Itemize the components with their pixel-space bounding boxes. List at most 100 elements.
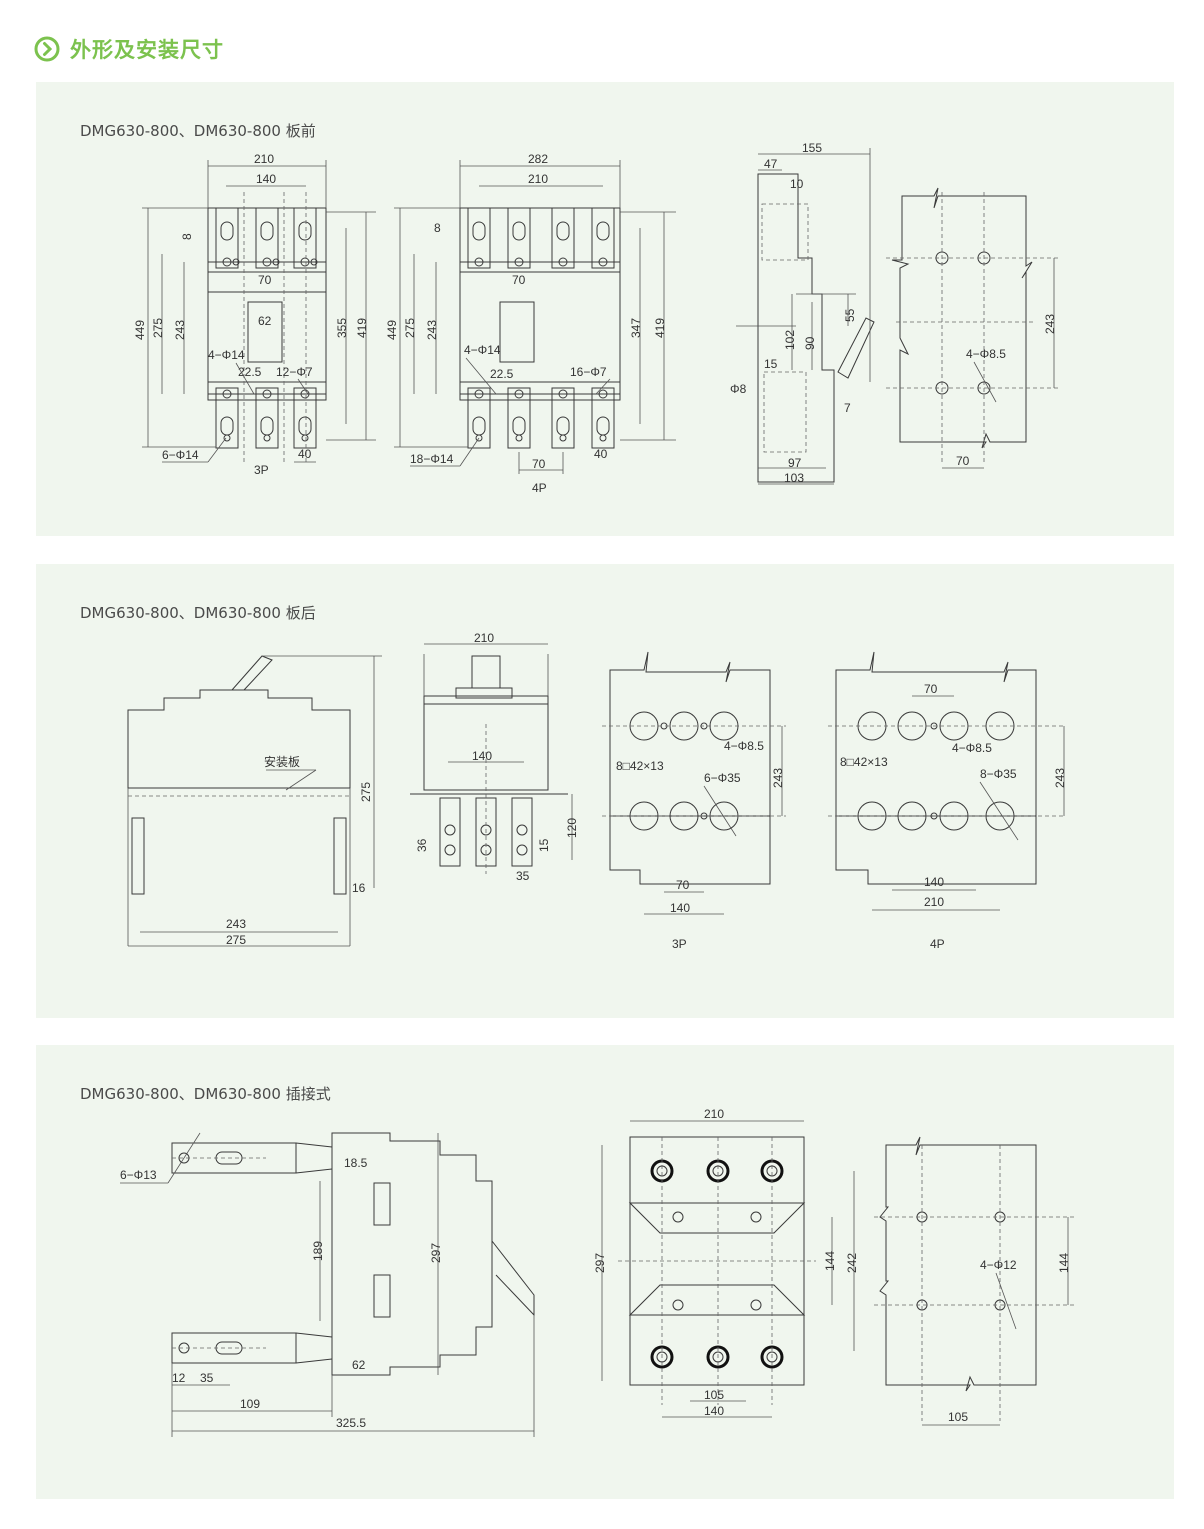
dim-rear-front-120: 120 — [565, 818, 579, 838]
dim-plug-front-105: 105 — [704, 1388, 724, 1402]
panel-title: DMG630-800、DM630-800 插接式 — [80, 1085, 331, 1103]
dim-rear-side-16: 16 — [352, 881, 366, 895]
dim-plug-front-297: 297 — [593, 1253, 607, 1273]
dim-mount-243: 243 — [1043, 314, 1057, 334]
note-m4p-8phi35: 8−Φ35 — [980, 767, 1017, 781]
dim-side-phi8: Φ8 — [730, 382, 747, 396]
dim-plug-189: 189 — [311, 1241, 325, 1261]
dim-side-15: 15 — [764, 357, 778, 371]
note-3p-4phi14: 4−Φ14 — [208, 348, 245, 362]
dim-3p-40: 40 — [298, 447, 312, 461]
view-front-rear-mount: 210 140 36 15 120 35 — [410, 631, 579, 883]
view-mount-plate-front: 243 4−Φ8.5 70 — [886, 187, 1060, 469]
dim-m3p-70: 70 — [676, 878, 690, 892]
dim-4p-40: 40 — [594, 447, 608, 461]
chevron-circle-icon — [34, 36, 60, 62]
dim-3p-70: 70 — [258, 273, 272, 287]
label-4p: 4P — [532, 481, 547, 495]
dim-rear-side-275: 275 — [359, 782, 373, 802]
dim-side-10: 10 — [790, 177, 804, 191]
view-side-plug-in: 6−Φ13 18.5 189 297 62 12 35 109 325.5 — [120, 1132, 535, 1437]
dim-rear-side-243: 243 — [226, 917, 246, 931]
panel-front-mount: DMG630-800、DM630-800 板前 — [36, 82, 1174, 536]
dim-3p-62: 62 — [258, 314, 272, 328]
dim-m4p-210: 210 — [924, 895, 944, 909]
dim-plug-12: 12 — [172, 1371, 186, 1385]
view-mount-plug-in: 144 4−Φ12 105 — [874, 1136, 1076, 1426]
dim-m3p-140: 140 — [670, 901, 690, 915]
note-m3p-4phi8-5: 4−Φ8.5 — [724, 739, 764, 753]
dim-rear-front-15: 15 — [537, 838, 551, 852]
dim-rear-front-140: 140 — [472, 749, 492, 763]
dim-side-103: 103 — [784, 471, 804, 485]
plug-in-drawings: 6−Φ13 18.5 189 297 62 12 35 109 325.5 — [120, 1107, 1076, 1437]
dim-plug-front-242: 242 — [845, 1253, 859, 1273]
dim-4p-243: 243 — [425, 320, 439, 340]
dim-rear-front-210: 210 — [474, 631, 494, 645]
dim-3p-275: 275 — [151, 318, 165, 338]
dim-side-155: 155 — [802, 141, 822, 155]
front-mount-drawings: 210 140 70 62 8 449 275 243 355 419 4−Φ1… — [133, 141, 1060, 495]
view-mount-rear-3p: 4−Φ8.5 8□42×13 6−Φ35 243 70 140 3P — [602, 651, 786, 951]
dim-3p-419: 419 — [355, 318, 369, 338]
dim-3p-355: 355 — [335, 318, 349, 338]
view-3p-front: 210 140 70 62 8 449 275 243 355 419 4−Φ1… — [133, 152, 376, 477]
view-front-plug-in: 210 297 144 242 105 140 — [593, 1107, 859, 1418]
dim-3p-210: 210 — [254, 152, 274, 166]
note-3p-22-5: 22.5 — [238, 365, 262, 379]
view-4p-front: 282 210 70 8 449 275 243 347 419 4−Φ14 2… — [385, 152, 676, 495]
view-mount-rear-4p: 70 4−Φ8.5 8□42×13 8−Φ35 243 140 210 4P — [828, 651, 1067, 951]
view-side-rear-mount: 安装板 275 16 243 275 — [127, 655, 382, 947]
note-4p-16phi7: 16−Φ7 — [570, 365, 607, 379]
section-header: 外形及安装尺寸 — [34, 32, 224, 66]
panel-title: DMG630-800、DM630-800 板前 — [80, 122, 316, 140]
dim-4p-449: 449 — [385, 320, 399, 340]
section-title: 外形及安装尺寸 — [70, 38, 224, 62]
dim-4p-70b: 70 — [532, 457, 546, 471]
note-m4p-rect: 8□42×13 — [840, 755, 888, 769]
dim-plug-front-144: 144 — [823, 1251, 837, 1271]
dim-side-47: 47 — [764, 157, 778, 171]
note-m3p-rect: 8□42×13 — [616, 759, 664, 773]
dim-plug-18-5: 18.5 — [344, 1156, 368, 1170]
dim-4p-282: 282 — [528, 152, 548, 166]
note-3p-12phi7: 12−Φ7 — [276, 365, 313, 379]
dim-3p-243: 243 — [173, 320, 187, 340]
dim-3p-140: 140 — [256, 172, 276, 186]
rear-mount-drawings: 安装板 275 16 243 275 210 140 36 — [127, 631, 1067, 951]
dim-4p-8: 8 — [434, 221, 441, 235]
dim-4p-275: 275 — [403, 318, 417, 338]
dim-m4p-243: 243 — [1053, 768, 1067, 788]
dim-plug-mount-144: 144 — [1057, 1253, 1071, 1273]
dim-mount-70: 70 — [956, 454, 970, 468]
dim-side-7: 7 — [844, 401, 851, 415]
dim-side-90: 90 — [803, 336, 817, 350]
panel-plug-in: DMG630-800、DM630-800 插接式 6−Φ13 18.5 189 … — [36, 1045, 1174, 1499]
dim-side-55: 55 — [843, 308, 857, 322]
view-side-front-mount: 155 47 10 55 102 90 15 Φ8 7 97 103 — [730, 141, 875, 485]
note-plug-mount-4phi12: 4−Φ12 — [980, 1258, 1017, 1272]
panel-rear-mount: DMG630-800、DM630-800 板后 安装板 275 16 243 2… — [36, 564, 1174, 1018]
dim-rear-front-36: 36 — [415, 838, 429, 852]
note-4p-18phi14: 18−Φ14 — [410, 452, 454, 466]
dim-4p-70: 70 — [512, 273, 526, 287]
dim-plug-62: 62 — [352, 1358, 366, 1372]
dim-4p-347: 347 — [629, 318, 643, 338]
dim-side-97: 97 — [788, 456, 802, 470]
note-4p-22-5: 22.5 — [490, 367, 514, 381]
dim-plug-297: 297 — [429, 1243, 443, 1263]
dim-4p-419: 419 — [653, 318, 667, 338]
dim-plug-front-210: 210 — [704, 1107, 724, 1121]
dim-plug-109: 109 — [240, 1397, 260, 1411]
dim-m4p-140: 140 — [924, 875, 944, 889]
note-4p-4phi14: 4−Φ14 — [464, 343, 501, 357]
label-m3p: 3P — [672, 937, 687, 951]
dim-side-102: 102 — [783, 330, 797, 350]
dim-3p-449: 449 — [133, 320, 147, 340]
label-3p: 3P — [254, 463, 269, 477]
note-m4p-4phi8-5: 4−Φ8.5 — [952, 741, 992, 755]
panel-title: DMG630-800、DM630-800 板后 — [80, 604, 316, 622]
dim-rear-side-275w: 275 — [226, 933, 246, 947]
dim-plug-front-140: 140 — [704, 1404, 724, 1418]
dim-plug-mount-105: 105 — [948, 1410, 968, 1424]
